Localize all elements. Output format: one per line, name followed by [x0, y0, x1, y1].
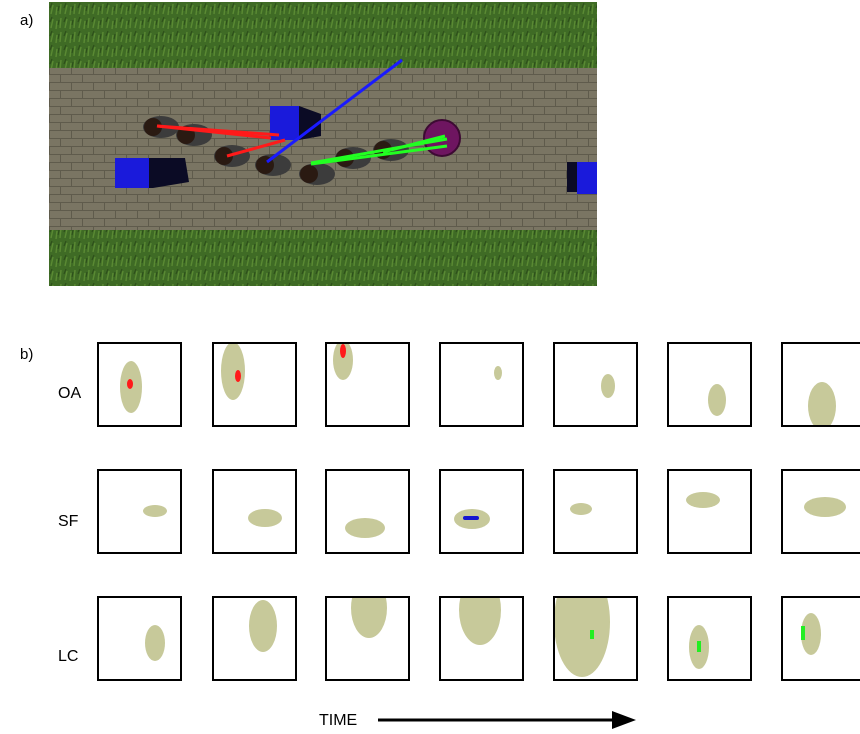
oa-frame-1 [97, 342, 182, 427]
lc-frame-3 [325, 596, 410, 681]
simulation-scene [49, 2, 597, 286]
lc-frame-2 [212, 596, 297, 681]
lc-frame-1 [97, 596, 182, 681]
sf-frame-2 [212, 469, 297, 554]
oa-frame-7 [781, 342, 860, 427]
obstacle-box-left [115, 158, 189, 188]
time-arrow-icon [378, 709, 640, 731]
oa-frame-5 [553, 342, 638, 427]
lc-frame-6 [667, 596, 752, 681]
grass-top [49, 2, 597, 68]
lc-frame-4 [439, 596, 524, 681]
lc-frame-5 [553, 596, 638, 681]
oa-frame-6 [667, 342, 752, 427]
row-label-oa: OA [58, 385, 81, 403]
panel-a-label: a) [20, 12, 33, 29]
obstacle-box-right [567, 162, 597, 194]
sf-frame-7 [781, 469, 860, 554]
sf-frame-6 [667, 469, 752, 554]
sf-frame-3 [325, 469, 410, 554]
oa-frame-3 [325, 342, 410, 427]
sf-frame-5 [553, 469, 638, 554]
oa-frame-2 [212, 342, 297, 427]
cobblestone-path [49, 68, 597, 230]
panel-b-label: b) [20, 346, 33, 363]
time-label: TIME [319, 712, 357, 730]
grass-bottom [49, 230, 597, 286]
oa-frame-4 [439, 342, 524, 427]
row-label-lc: LC [58, 648, 78, 666]
sf-frame-1 [97, 469, 182, 554]
sf-frame-4 [439, 469, 524, 554]
row-label-sf: SF [58, 513, 78, 531]
lc-frame-7 [781, 596, 860, 681]
